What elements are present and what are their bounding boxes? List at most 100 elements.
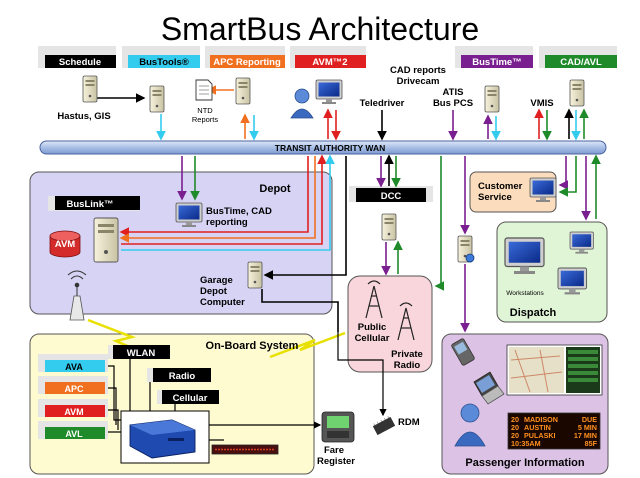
ava-label-box xyxy=(45,360,105,372)
vmis-label: VMIS xyxy=(530,98,553,109)
wlan-antenna-icon xyxy=(67,270,87,321)
apc-server-icon xyxy=(235,77,251,105)
workstations-label: Workstations xyxy=(506,290,544,297)
buslink-label-box xyxy=(55,196,140,210)
onboard-computer-icon xyxy=(129,419,196,459)
bustime-label-box xyxy=(461,55,533,68)
buslink-server-icon xyxy=(93,217,119,263)
transit-authority-wan-bar xyxy=(39,140,607,155)
wan-label: TRANSIT AUTHORITY WAN xyxy=(275,143,386,153)
private-radio-tower-icon xyxy=(397,302,415,341)
bustime-cad-label: BusTime, CAD xyxy=(206,206,272,217)
sign-destination: AUSTIN xyxy=(524,423,551,432)
customer-label: Customer xyxy=(478,181,523,192)
cellular-link-bolt xyxy=(269,331,346,359)
fare-label: Fare xyxy=(324,445,344,456)
sign-time: 5 MIN xyxy=(578,423,597,432)
service-label: Service xyxy=(478,192,512,203)
top-system-labels: Schedule BusTools® APC Reporting AVM™2 B… xyxy=(38,46,617,68)
fare-register-icon xyxy=(321,411,355,443)
drivecam-label: Drivecam xyxy=(397,76,440,87)
sign-route: 20 xyxy=(511,423,519,432)
cad-reports-label: CAD reports xyxy=(390,65,446,76)
reporting-label: reporting xyxy=(206,217,248,228)
garage-label: Garage xyxy=(200,275,233,286)
avl-label: AVL xyxy=(65,429,83,439)
avl-label-box xyxy=(45,427,105,439)
apc-label: APC xyxy=(64,384,84,394)
dispatch-title: Dispatch xyxy=(510,307,557,319)
page-title: SmartBus Architecture xyxy=(161,11,479,47)
transit-map-screen xyxy=(506,344,603,396)
passenger-person-icon xyxy=(454,403,486,447)
sign-time: 17 MIN xyxy=(574,431,597,440)
dcc-label: DCC xyxy=(381,191,402,202)
radio-label: Radio xyxy=(169,371,196,382)
wlan-label-box xyxy=(113,345,170,359)
radio-label-box xyxy=(153,368,211,382)
sign-route: 20 xyxy=(511,431,519,440)
garage-depot-server-icon xyxy=(247,261,263,289)
register-label: Register xyxy=(317,456,355,467)
ntd-reports-document-icon xyxy=(195,79,213,101)
atis-label: ATIS xyxy=(443,87,464,98)
cellular-network-label: Cellular xyxy=(355,333,390,344)
cad-avl-label-box xyxy=(545,55,617,68)
depot-title: Depot xyxy=(259,183,291,195)
buslink-label: BusLink™ xyxy=(67,199,114,210)
dcc-server-icon xyxy=(381,213,397,241)
avm2-workstation-user-icon xyxy=(290,79,343,119)
rdm-chip-icon xyxy=(372,415,396,436)
cad-avl-label: CAD/AVL xyxy=(560,57,602,68)
wlan-label: WLAN xyxy=(127,348,156,359)
dcc-label-box xyxy=(356,188,426,202)
sign-clock: 10:35AM xyxy=(511,439,541,448)
apc-reporting-label: APC Reporting xyxy=(213,57,281,68)
sign-route: 20 xyxy=(511,415,519,424)
onboard-title: On-Board System xyxy=(206,340,299,352)
cellular-label: Cellular xyxy=(173,393,208,404)
bustools-label-box xyxy=(128,55,200,68)
arrival-sign-display: 20 MADISON DUE 20 AUSTIN 5 MIN 20 PULASK… xyxy=(507,412,601,450)
public-label: Public xyxy=(358,322,387,333)
sign-destination: MADISON xyxy=(524,415,558,424)
sign-temperature: 85F xyxy=(585,439,598,448)
laptop-icon xyxy=(473,371,505,405)
ntd-reports-label: Reports xyxy=(192,115,219,124)
apc-reporting-label-box xyxy=(210,55,285,68)
bus-pcs-label: Bus PCS xyxy=(433,98,473,109)
rdm-label: RDM xyxy=(398,417,420,428)
sign-destination: PULASKI xyxy=(524,431,556,440)
onboard-module-labels: AVA APC AVM AVL xyxy=(38,354,108,439)
avm2-label-box xyxy=(295,55,366,68)
bustime-server-icon xyxy=(484,85,500,113)
avm-label-box xyxy=(45,405,105,417)
avm-database-icon xyxy=(49,230,81,258)
depot-label: Depot xyxy=(200,286,228,297)
bustools-server-icon xyxy=(149,85,165,113)
radio-network-label: Radio xyxy=(394,360,421,371)
cellular-radio-region xyxy=(347,275,433,373)
apc-label-box xyxy=(45,382,105,394)
ntd-label: NTD xyxy=(197,106,213,115)
mobile-phone-icon xyxy=(451,338,475,366)
passenger-info-title: Passenger Information xyxy=(465,457,584,469)
avm2-label: AVM™2 xyxy=(312,57,347,68)
cellular-label-box xyxy=(162,390,219,404)
hastus-server-icon xyxy=(82,75,98,103)
bustime-label: BusTime™ xyxy=(472,57,521,68)
computer-label: Computer xyxy=(200,297,245,308)
public-cellular-tower-icon xyxy=(365,280,383,319)
avm-database-label: AVM xyxy=(55,239,75,250)
private-label: Private xyxy=(391,349,423,360)
cad-avl-server-icon xyxy=(569,79,585,107)
schedule-label-box xyxy=(45,55,116,68)
globe-icon xyxy=(465,253,475,263)
schedule-label: Schedule xyxy=(59,57,101,68)
avm-label: AVM xyxy=(64,407,83,417)
bustools-label: BusTools® xyxy=(139,57,189,68)
hastus-label: Hastus, GIS xyxy=(57,111,110,122)
ava-label: AVA xyxy=(65,362,83,372)
sign-time: DUE xyxy=(582,415,597,424)
